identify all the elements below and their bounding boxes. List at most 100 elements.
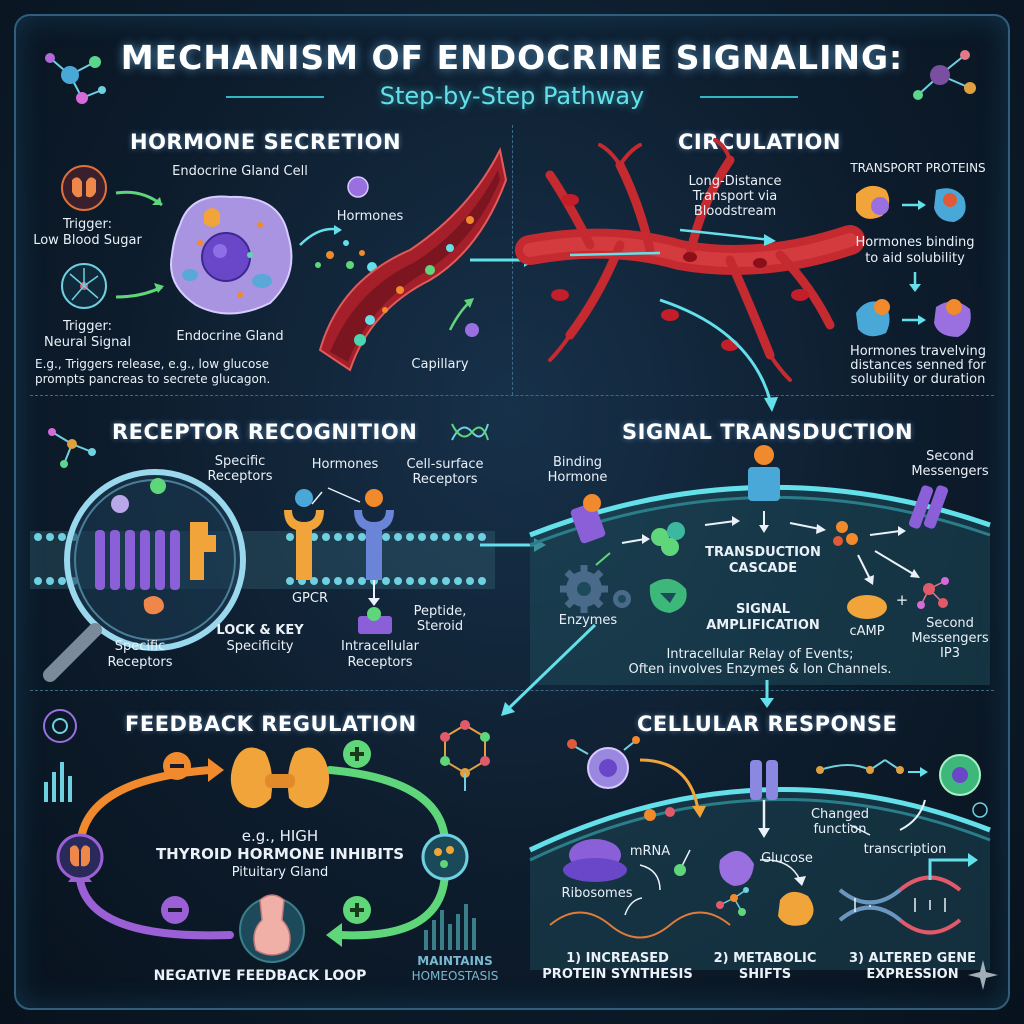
transport-label-1: Long-Distance <box>688 174 782 189</box>
thyroid-gland-illustration <box>230 747 330 809</box>
camp-label: cAMP <box>849 624 885 639</box>
panel-title-receptor: RECEPTOR RECOGNITION <box>112 420 418 444</box>
bound-hormone-icons <box>856 299 971 337</box>
molecule-icon-receptor <box>48 428 96 468</box>
trigger-arrows <box>115 190 164 299</box>
panel-title-transduction: SIGNAL TRANSDUCTION <box>622 420 914 444</box>
panel-title-secretion: HORMONE SECRETION <box>130 130 402 154</box>
gland-cell-label: Endocrine Gland Cell <box>172 164 308 179</box>
trigger-2-label-a: Trigger: <box>63 319 112 334</box>
transport-label-2: Transport via <box>692 189 778 204</box>
cell-surface-label-2: Receptors <box>412 472 478 487</box>
ip3-label: IP3 <box>940 646 960 661</box>
magnifying-glass <box>43 469 246 682</box>
glucose-label: Glucose <box>761 851 813 866</box>
response-1-label-b: PROTEIN SYNTHESIS <box>542 967 693 982</box>
enzymes-label: Enzymes <box>558 613 618 628</box>
relay-label-1: Intracellular Relay of Events; <box>666 647 854 662</box>
specificity-label: Specificity <box>226 639 294 654</box>
divider-row-1 <box>30 395 994 396</box>
transport-proteins-label: TRANSPORT PROTEINS <box>850 161 986 175</box>
gear-icon-feedback <box>43 709 77 743</box>
arrow-circulation-to-transduction <box>659 298 778 412</box>
changed-function-label-1: Changed <box>810 807 870 822</box>
response-3-label-b: EXPRESSION <box>866 967 959 982</box>
feedback-loop <box>56 740 469 947</box>
hormones-label: Hormones <box>336 209 404 224</box>
specific-receptors-bottom-1: Specific <box>114 639 166 654</box>
page-title: MECHANISM OF ENDOCRINE SIGNALING: <box>120 38 904 77</box>
relay-label-2: Often involves Enzymes & Ion Channels. <box>628 662 892 677</box>
binding-hormone-label-2: Hormone <box>547 470 608 485</box>
lock-key-label: LOCK & KEY <box>216 623 304 638</box>
intracellular-label-2: Receptors <box>347 655 413 670</box>
molecule-icon-feedback <box>440 720 490 791</box>
homeostasis-graph-icon <box>424 904 476 950</box>
feedback-pituitary-label: Pituitary Gland <box>231 865 329 880</box>
trigger-2-label-b: Neural Signal <box>44 335 131 350</box>
second-messengers-bottom-1: Second <box>926 616 974 631</box>
capillary-label: Capillary <box>411 357 469 372</box>
subtitle-rule-left <box>226 96 324 98</box>
page-subtitle: Step-by-Step Pathway <box>379 82 645 110</box>
binding-hormone-label-1: Binding <box>552 455 603 470</box>
sparkle-icon <box>968 960 998 990</box>
bar-graph-icon <box>44 762 72 802</box>
feedback-inhibits-label: THYROID HORMONE INHIBITS <box>155 845 405 863</box>
travel-label-2: distances senned for <box>850 358 986 373</box>
second-messengers-top-1: Second <box>926 449 974 464</box>
peptide-label-2: Steroid <box>416 619 464 634</box>
molecule-icon-top-left <box>45 53 106 104</box>
transduction-cell <box>529 445 991 685</box>
travel-label-3: solubility or duration <box>850 372 986 387</box>
transcription-label: transcription <box>863 842 947 857</box>
response-1-label-a: 1) INCREASED <box>566 951 669 966</box>
mrna-label: mRNA <box>629 844 671 859</box>
response-3-label-a: 3) ALTERED GENE <box>849 951 976 966</box>
negative-feedback-loop-label: NEGATIVE FEEDBACK LOOP <box>153 968 367 984</box>
feedback-eg-label: e.g., HIGH <box>241 827 319 845</box>
arrow-transduction-to-feedback <box>501 623 597 716</box>
endocrine-gland-label: Endocrine Gland <box>176 329 284 344</box>
response-2-label-b: SHIFTS <box>738 967 792 982</box>
second-messengers-bottom-2: Messengers <box>911 631 989 646</box>
peptide-label-1: Peptide, <box>413 604 467 619</box>
binding-label-1: Hormones binding <box>855 235 975 250</box>
gpcr-label: GPCR <box>291 591 329 606</box>
transport-arrow-down <box>909 272 921 292</box>
panel-title-circulation: CIRCULATION <box>678 130 841 154</box>
maintains-label: MAINTAINS <box>417 954 493 968</box>
dna-icon-small <box>451 423 489 441</box>
specific-receptors-top-1: Specific <box>214 454 266 469</box>
transport-protein-icons <box>856 185 966 222</box>
receptor-hormones-label: Hormones <box>311 457 379 472</box>
molecule-icon-top-right <box>913 50 976 100</box>
divider-row-2 <box>30 690 994 691</box>
response-cell <box>528 736 991 970</box>
subtitle-rule-right <box>700 96 798 98</box>
secretion-example-line-2: prompts pancreas to secrete glucagon. <box>35 372 271 386</box>
transduction-cascade-label-2: CASCADE <box>728 561 798 576</box>
blood-vessel-network <box>515 138 865 382</box>
transduction-plus-sign: + <box>895 591 909 609</box>
response-2-label-a: 2) METABOLIC <box>713 951 817 966</box>
panel-title-response: CELLULAR RESPONSE <box>637 712 898 736</box>
secretion-example-line-1: E.g., Triggers release, e.g., low glucos… <box>35 357 269 371</box>
surface-receptors <box>284 487 394 634</box>
pituitary-gland-illustration <box>239 894 305 963</box>
endocrine-gland-cell <box>170 195 293 315</box>
panel-title-feedback: FEEDBACK REGULATION <box>125 712 417 736</box>
transduction-cascade-label-1: TRANSDUCTION <box>705 545 821 560</box>
poster-frame <box>14 14 1010 1010</box>
second-messengers-top-2: Messengers <box>911 464 989 479</box>
neuron-icon <box>61 263 107 309</box>
intracellular-label-1: Intracellular <box>340 639 419 654</box>
changed-function-label-2: function <box>813 822 867 837</box>
trigger-1-label-a: Trigger: <box>63 217 112 232</box>
travel-label-1: Hormones travelving <box>849 344 987 359</box>
binding-label-2: to aid solubility <box>865 251 965 266</box>
specific-receptors-top-2: Receptors <box>207 469 273 484</box>
capillary-vessel <box>318 146 508 372</box>
signal-amplification-label-1: SIGNAL <box>735 602 791 617</box>
cell-surface-label-1: Cell-surface <box>406 457 484 472</box>
